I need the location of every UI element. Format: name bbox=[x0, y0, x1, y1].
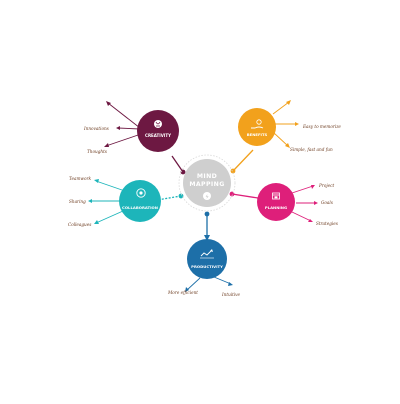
leaf-creativity-thoughts: Thoughts bbox=[87, 149, 107, 154]
node-label-creativity: CREATIVITY bbox=[145, 133, 171, 138]
leaf-collaboration-sharing: Sharing bbox=[69, 199, 86, 204]
leaf-planning-goals: Goals bbox=[321, 200, 333, 205]
branches-collaboration bbox=[88, 179, 124, 224]
node-benefits: BENEFITS Easy to memorize Simple, fast a… bbox=[238, 100, 341, 152]
leaf-collaboration-teamwork: Teamwork bbox=[69, 176, 92, 181]
people-icon bbox=[136, 188, 146, 198]
center-title-line2: MAPPING bbox=[189, 181, 224, 188]
branches-benefits bbox=[272, 100, 299, 148]
hand-coin-icon bbox=[251, 119, 264, 129]
connector-benefits bbox=[232, 149, 254, 172]
center-node-circle bbox=[183, 159, 231, 207]
leaf-planning-project: Project bbox=[318, 183, 334, 188]
center-node-ring bbox=[178, 154, 236, 212]
node-circle-collaboration bbox=[119, 180, 161, 222]
node-creativity: CREATIVITY Innovations Thoughts bbox=[83, 101, 179, 154]
node-label-planning: PLANNING bbox=[265, 205, 287, 210]
leaf-benefits-simple-fast-fun: Simple, fast and fun bbox=[290, 147, 333, 152]
node-label-collaboration: COLLABORATION bbox=[122, 205, 158, 210]
brain-icon bbox=[154, 120, 162, 128]
connector-arrow-productivity bbox=[204, 235, 210, 241]
connector-collaboration bbox=[156, 195, 182, 201]
connector-planning bbox=[231, 193, 259, 199]
node-circle-creativity bbox=[137, 110, 179, 152]
leaf-productivity-more-efficient: More efficient bbox=[167, 290, 198, 295]
branches-creativity bbox=[104, 101, 142, 147]
node-planning: PLANNING Project Goals Strategies bbox=[257, 183, 338, 226]
node-collaboration: COLLABORATION Teamwork Sharing Colleague… bbox=[68, 176, 161, 227]
lightbulb-icon bbox=[203, 192, 211, 200]
center-title-line1: MIND bbox=[197, 173, 217, 180]
node-productivity: PRODUCTIVITY More efficient Intuitive bbox=[167, 239, 240, 297]
connector-dot-collaboration bbox=[178, 193, 184, 199]
leaf-productivity-intuitive: Intuitive bbox=[221, 292, 240, 297]
node-circle-productivity bbox=[187, 239, 227, 279]
node-label-benefits: BENEFITS bbox=[247, 132, 268, 137]
branches-productivity bbox=[185, 276, 233, 292]
center-node: MIND MAPPING bbox=[178, 154, 236, 212]
connector-dot-benefits bbox=[230, 168, 236, 174]
leaf-planning-strategies: Strategies bbox=[316, 221, 338, 226]
leaf-creativity-innovations: Innovations bbox=[83, 126, 109, 131]
leaf-collaboration-colleagues: Colleagues bbox=[68, 222, 91, 227]
branches-planning bbox=[291, 185, 318, 222]
connector-creativity bbox=[171, 155, 184, 173]
leaf-benefits-easy-to-memorize: Easy to memorize bbox=[302, 124, 341, 129]
node-label-productivity: PRODUCTIVITY bbox=[191, 264, 223, 269]
connector-dot-productivity bbox=[204, 211, 210, 217]
chart-up-icon bbox=[200, 249, 214, 259]
center-connectors bbox=[156, 149, 259, 241]
node-circle-planning bbox=[257, 183, 295, 221]
calendar-icon bbox=[272, 192, 280, 200]
